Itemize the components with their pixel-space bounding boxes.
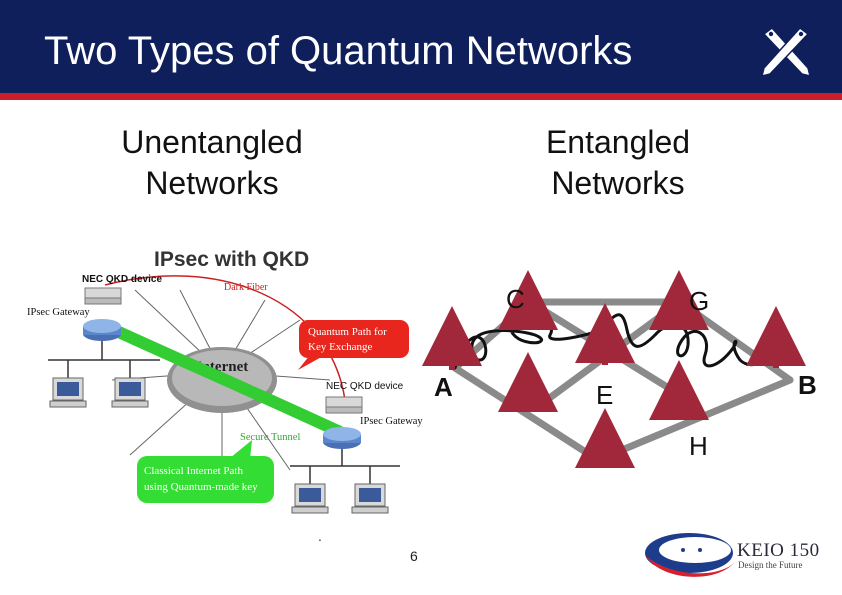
nec-device-top-label: NEC QKD device — [82, 274, 162, 285]
title-bar — [0, 0, 842, 93]
ipsec-gateway-right-label: IPsec Gateway — [360, 416, 423, 427]
unentangled-heading-line1: Unentangled — [121, 124, 303, 160]
network-links — [451, 298, 794, 464]
entangled-heading-line1: Entangled — [545, 124, 691, 160]
computer-right-2 — [351, 483, 389, 514]
classical-path-callout — [137, 456, 274, 503]
crossed-pens-icon — [760, 26, 812, 78]
title-bar-rule — [0, 93, 842, 100]
link-a-h — [451, 364, 602, 464]
computer-left-1 — [49, 377, 87, 408]
slide-mark: . — [318, 528, 322, 544]
node-label-g: G — [689, 286, 709, 316]
node-label-h: H — [689, 431, 708, 461]
dark-fiber-label: Dark Fiber — [224, 282, 268, 293]
qubit-arrows — [422, 270, 806, 468]
quantum-path-callout — [299, 320, 409, 358]
qkd-device-top — [84, 287, 122, 305]
keio-logo-mark — [645, 533, 735, 577]
computer-right-1 — [291, 483, 329, 514]
keio-logo-tagline: Design the Future — [738, 560, 803, 570]
node-label-a: A — [434, 372, 453, 402]
router-right — [323, 427, 361, 449]
ipsec-gateway-left-label: IPsec Gateway — [27, 307, 90, 318]
secure-tunnel — [104, 322, 346, 438]
router-left — [83, 319, 121, 341]
qkd-device-bottom — [325, 396, 363, 414]
node-label-b: B — [798, 370, 817, 400]
computer-left-2 — [111, 377, 149, 408]
quantum-path-line1: Quantum Path for — [308, 326, 387, 338]
keio-logo-name: KEIO 150 — [737, 540, 820, 561]
unentangled-heading: Unentangled Networks — [92, 122, 332, 204]
classical-path-line1: Classical Internet Path — [144, 465, 243, 477]
page-number: 6 — [410, 548, 418, 564]
classical-path-line2: using Quantum-made key — [144, 481, 258, 493]
entangled-heading: Entangled Networks — [498, 122, 738, 204]
entangled-heading-line2: Networks — [551, 165, 685, 201]
entangled-network-figure: A B C E G H — [422, 270, 817, 468]
slide-title: Two Types of Quantum Networks — [44, 29, 633, 73]
quantum-path-line2: Key Exchange — [308, 341, 373, 353]
qkd-network-figure: IPsec with QKD Internet NEC QKD device I… — [27, 248, 423, 514]
unentangled-heading-line2: Networks — [145, 165, 279, 201]
dark-fiber-line — [104, 275, 346, 401]
node-label-c: C — [506, 284, 525, 314]
secure-tunnel-label: Secure Tunnel — [240, 432, 300, 443]
node-label-e: E — [596, 380, 613, 410]
qkd-figure-title: IPsec with QKD — [154, 248, 309, 271]
nec-device-bottom-label: NEC QKD device — [326, 381, 404, 392]
